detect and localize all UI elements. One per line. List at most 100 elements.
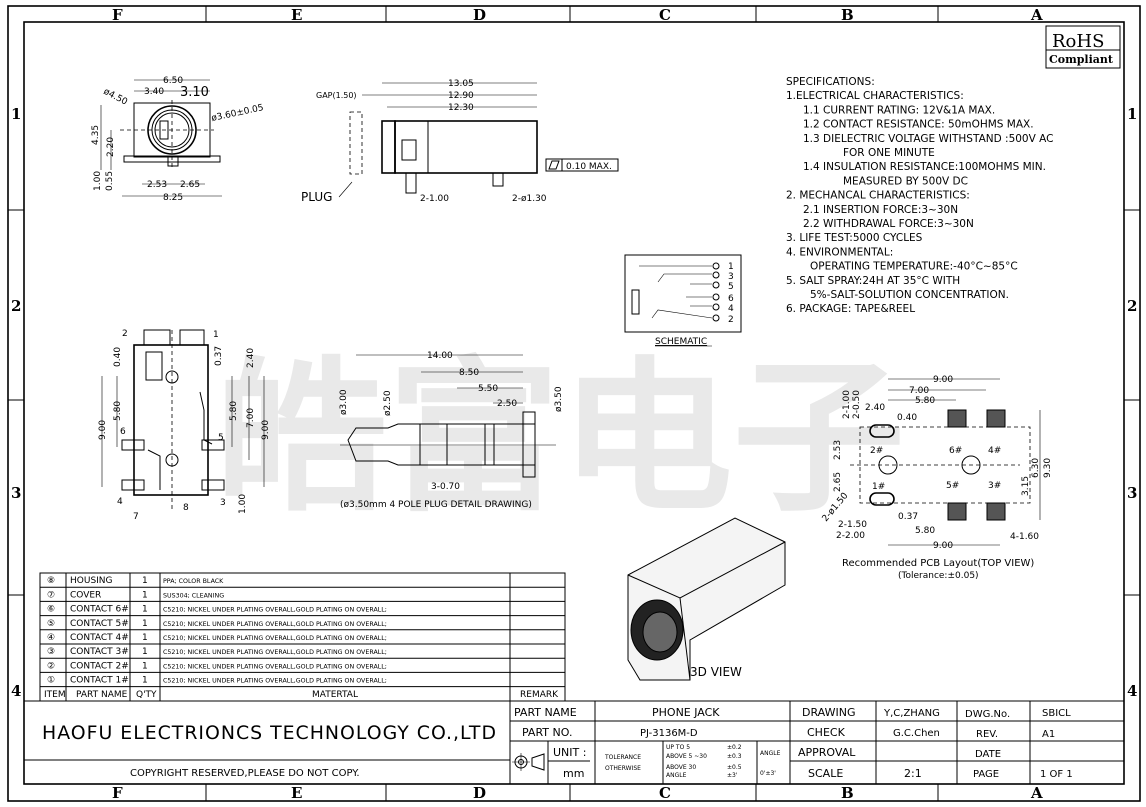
pad-label: 5# [946, 481, 959, 491]
dimension-label: 5.80 [113, 401, 123, 421]
dimension-label: ø4.50 [102, 87, 129, 108]
spec-line: OPERATING TEMPERATURE:-40°C~85°C [810, 261, 1018, 273]
spec-line: 1.4 INSULATION RESISTANCE:100MOHMS MIN. [803, 161, 1046, 173]
3d-view-label: 3D VIEW [690, 665, 742, 679]
bom-cell-part-name: CONTACT 1# [70, 676, 129, 686]
spec-line: 5. SALT SPRAY:24H AT 35°C WITH [786, 275, 960, 287]
projection-symbol-icon [512, 753, 545, 771]
spec-line: 5%-SALT-SOLUTION CONCENTRATION. [810, 289, 1009, 301]
copyright-notice: COPYRIGHT RESERVED,PLEASE DO NOT COPY. [130, 768, 360, 779]
dimension-label: 2.53 [147, 180, 167, 190]
bom-cell-part-name: COVER [70, 590, 101, 600]
spec-line: FOR ONE MINUTE [843, 147, 935, 159]
plug-detail-drawing: 14.00 8.50 5.50 2.50 ø3.00 ø2.50 ø3.50 3… [339, 351, 564, 510]
dimension-label: 0.37 [898, 512, 918, 522]
dimension-label: 4.35 [91, 125, 101, 145]
dimension-label: 5.80 [229, 401, 239, 421]
dimension-label: 3.40 [144, 87, 164, 97]
spec-line: 2.2 WITHDRAWAL FORCE:3~30N [803, 218, 974, 230]
dimension-label: 2-1.50 [838, 520, 867, 530]
callout-label: 8 [183, 503, 189, 513]
bom-header-part-name: PART NAME [76, 690, 128, 700]
dimension-label: 0.40 [113, 347, 123, 367]
dimension-label: 2-1.00 [420, 194, 449, 204]
tolerance-range: ANGLE [666, 772, 687, 779]
bom-cell-item: ① [47, 676, 55, 686]
column-marker: E [291, 6, 302, 24]
dimension-label: 2.65 [833, 472, 843, 492]
column-marker: E [291, 784, 302, 802]
dimension-label: 2.40 [246, 348, 256, 368]
bom-cell-material: C5210; NICKEL UNDER PLATING OVERALL,GOLD… [163, 635, 387, 642]
row-marker: 1 [1127, 105, 1137, 123]
dimension-label: ø3.60±0.05 [211, 103, 265, 124]
scale-label: SCALE [808, 767, 843, 780]
company-name: HAOFU ELECTRIONCS TECHNOLOGY CO.,LTD [42, 722, 497, 744]
callout-label: 3 [220, 498, 226, 508]
bom-cell-material: C5210; NICKEL UNDER PLATING OVERALL,GOLD… [163, 649, 387, 656]
schematic-pin-label: 4 [728, 304, 734, 314]
column-marker: B [841, 6, 854, 24]
dimension-label: 12.90 [448, 91, 474, 101]
schematic-pin-label: 3 [728, 272, 734, 282]
part-no-value: PJ-3136M-D [640, 728, 698, 739]
dimension-label: 9.00 [98, 420, 108, 440]
tolerance-value: ±0.3 [727, 753, 742, 760]
bom-cell-qty: 1 [142, 661, 148, 671]
checked-by: G.C.Chen [893, 728, 940, 739]
callout-label: 2 [122, 329, 128, 339]
approval-label: APPROVAL [798, 746, 856, 759]
tolerance-label: OTHERWISE [605, 765, 641, 772]
side-view-drawing: 13.05 12.90 12.30 GAP(1.50) 2-1.00 2-ø1.… [301, 79, 619, 204]
tolerance-value: ±0.2 [727, 744, 742, 751]
bom-cell-material: SUS304; CLEANING [163, 592, 224, 599]
dimension-label: 12.30 [448, 103, 474, 113]
dimension-label: 1.00 [238, 494, 248, 514]
spec-line: 1.ELECTRICAL CHARACTERISTICS: [786, 90, 964, 102]
angle-value: 0'±3' [760, 770, 776, 777]
column-marker: B [841, 784, 854, 802]
spec-line: MEASURED BY 500V DC [843, 175, 968, 187]
callout-label: 5 [218, 433, 224, 443]
schematic-pin-label: 5 [728, 282, 734, 292]
dimension-label: GAP(1.50) [316, 91, 357, 100]
bom-cell-qty: 1 [142, 576, 148, 586]
bom-cell-part-name: CONTACT 6# [70, 605, 129, 615]
dwg-no-label: DWG.No. [965, 709, 1010, 720]
pad-label: 4# [988, 446, 1001, 456]
callout-label: 1 [213, 330, 219, 340]
column-marker: A [1030, 784, 1043, 802]
dimension-label: 2.50 [497, 399, 517, 409]
dimension-label: 2-2.00 [836, 531, 865, 541]
bom-cell-material: C5210; NICKEL UNDER PLATING OVERALL,GOLD… [163, 678, 387, 685]
bom-cell-qty: 1 [142, 647, 148, 657]
drawn-by: Y,C,ZHANG [883, 708, 940, 719]
spec-line: 1.1 CURRENT RATING: 12V&1A MAX. [803, 104, 995, 116]
3d-view-illustration: 3D VIEW [627, 517, 786, 681]
dimension-label: 0.55 [105, 171, 115, 191]
dimension-label: 2-0.50 [852, 390, 862, 419]
bom-header-remark: REMARK [520, 690, 559, 700]
bom-cell-item: ④ [47, 633, 55, 643]
plug-detail-caption: (ø3.50mm 4 POLE PLUG DETAIL DRAWING) [340, 500, 532, 510]
spec-line: SPECIFICATIONS: [786, 76, 875, 88]
dimension-label: 2.53 [833, 440, 843, 460]
column-marker: C [659, 784, 671, 802]
dimension-label: 2.40 [865, 403, 885, 413]
dimension-label: 2-ø1.30 [512, 194, 547, 204]
column-markers: F E D C B A F E D C B A [112, 6, 1043, 802]
bottom-view-drawing: 0.40 0.37 2.40 5.80 5.80 7.00 9.00 9.00 … [98, 329, 271, 522]
bom-cell-item: ③ [47, 647, 55, 657]
bom-cell-item: ⑦ [47, 590, 55, 600]
column-marker: D [473, 6, 486, 24]
dimension-label: ø3.50 [554, 386, 564, 412]
bom-header-item: ITEM [44, 690, 66, 700]
dwg-no-value: SBICL [1042, 708, 1071, 719]
dimension-label: 6.50 [163, 76, 183, 86]
row-marker: 4 [1127, 682, 1137, 700]
spec-line: 6. PACKAGE: TAPE&REEL [786, 303, 915, 315]
dimension-label: 7.00 [909, 386, 929, 396]
schematic-pin-label: 1 [728, 262, 734, 272]
schematic-label: SCHEMATIC [655, 337, 707, 347]
tolerance-value: ±0.5 [727, 764, 742, 771]
